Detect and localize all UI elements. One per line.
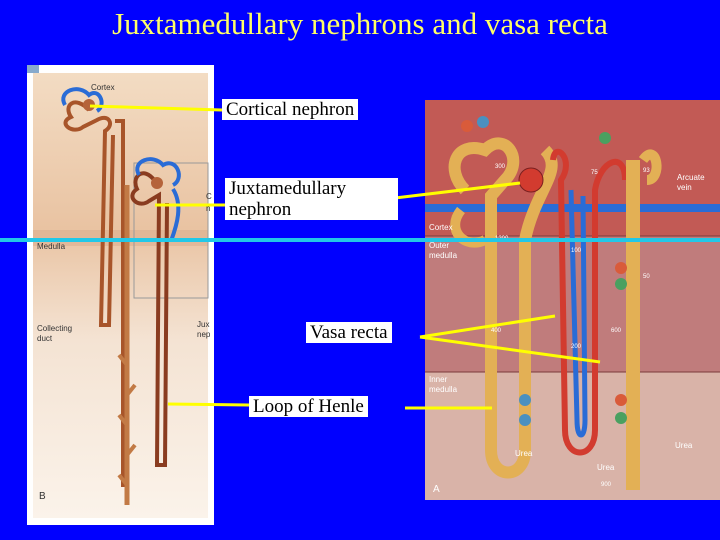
osm-1200: 1200	[495, 236, 509, 242]
urea-label-right: Urea	[675, 441, 693, 450]
left-juxta-partial-2: nep	[197, 330, 211, 339]
juxtamedullary-nephron-label: Juxtamedullary nephron	[225, 178, 398, 220]
left-panel-letter: B	[39, 491, 46, 502]
osm-300: 300	[495, 164, 506, 170]
left-c-partial: C	[206, 192, 212, 201]
osm-600: 600	[611, 328, 622, 334]
right-panel-letter: A	[433, 484, 440, 495]
left-n-partial: n	[206, 204, 210, 213]
osm-200: 200	[571, 344, 582, 350]
urea-label-bottom: Urea	[597, 463, 615, 472]
inner-medulla-label-2: medulla	[429, 385, 458, 394]
juxta-label-line-2: nephron	[229, 199, 292, 220]
left-collecting-label-1: Collecting	[37, 324, 72, 333]
left-collecting-label-2: duct	[37, 334, 53, 343]
arcuate-vein-label-2: vein	[677, 183, 692, 192]
outer-medulla-label-2: medulla	[429, 251, 458, 260]
cortical-nephron-label: Cortical nephron	[222, 99, 359, 120]
loop-of-henle-label: Loop of Henle	[249, 396, 368, 417]
osm-50: 50	[643, 274, 650, 280]
left-cortex-label: Cortex	[91, 83, 115, 92]
right-vasa-recta-illustration: Arcuate vein Cortex Outer medulla Inner …	[425, 100, 720, 500]
arcuate-vein-label-1: Arcuate	[677, 173, 705, 182]
right-cortex-label: Cortex	[429, 223, 453, 232]
inner-medulla-label-1: Inner	[429, 375, 448, 384]
osm-900: 900	[601, 482, 612, 488]
vasa-recta-label: Vasa recta	[306, 322, 392, 343]
urea-label-left: Urea	[515, 449, 533, 458]
osm-400: 400	[491, 328, 502, 334]
juxta-label-line-1: Juxtamedullary	[229, 178, 347, 199]
osm-75: 75	[591, 170, 598, 176]
left-nephron-illustration: Cortex Medulla Collecting duct Jux nep C…	[27, 65, 214, 525]
page-title: Juxtamedullary nephrons and vasa recta	[112, 6, 608, 41]
outer-medulla-label-1: Outer	[429, 241, 449, 250]
left-juxta-partial-1: Jux	[197, 320, 209, 329]
osm-100: 100	[571, 248, 582, 254]
left-medulla-label: Medulla	[37, 242, 66, 251]
osm-93: 93	[643, 168, 650, 174]
